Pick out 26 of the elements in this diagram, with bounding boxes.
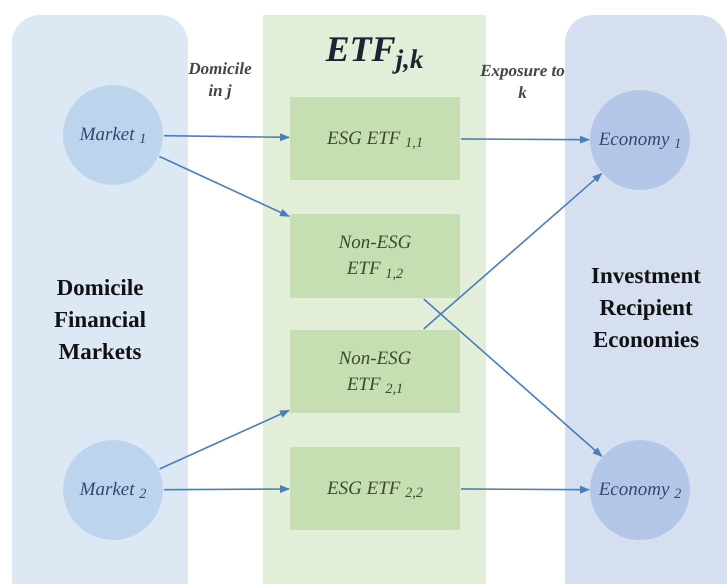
arrow <box>461 486 590 494</box>
node-label: Non-ESG ETF $_{1,2}$ <box>338 231 412 282</box>
etf-box <box>290 447 460 530</box>
panel <box>12 15 188 584</box>
axis-label: Domicile in j <box>187 58 253 102</box>
arrow <box>164 133 290 142</box>
node-label: Economy $_{2}$ <box>598 478 682 504</box>
panel-heading: Domicile Financial Markets <box>52 274 147 366</box>
arrow <box>423 298 603 457</box>
node-label: ESG ETF $_{2,2}$ <box>327 476 423 502</box>
arrow <box>164 485 290 494</box>
panel <box>565 15 727 584</box>
node-label: ESG ETF $_{1,1}$ <box>327 126 423 152</box>
arrow <box>461 136 590 144</box>
arrow <box>158 156 290 217</box>
etf-box <box>290 330 460 413</box>
axis-label: Exposure to k <box>479 60 566 104</box>
etf-box <box>290 214 460 298</box>
etf-box <box>290 97 460 180</box>
node-label: Market $_{2}$ <box>80 478 146 504</box>
node-label: Non-ESG ETF $_{2,1}$ <box>338 346 412 398</box>
arrow <box>423 172 602 330</box>
node-label: Economy $_{1}$ <box>598 128 682 154</box>
panel-heading: Investment Recipient Economies <box>590 262 702 354</box>
node-label: Market $_{1}$ <box>80 122 146 150</box>
arrow <box>159 410 290 470</box>
